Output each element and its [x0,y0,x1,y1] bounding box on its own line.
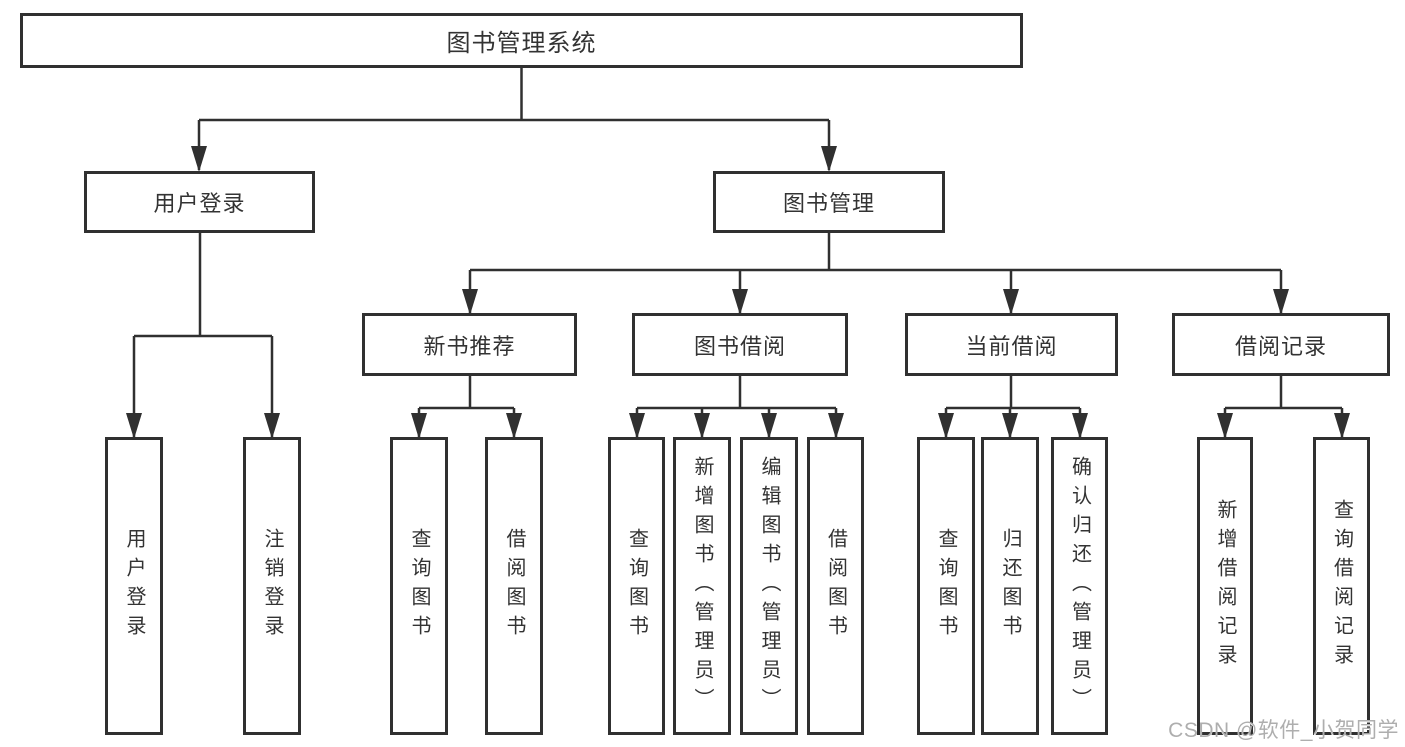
arrow-icon [1273,289,1289,315]
node-book-borrowing: 图书借阅 [632,313,848,376]
leaf-confirm-return-admin: 确认归还（管理员） [1051,437,1108,735]
arrow-icon [1002,413,1018,439]
leaf-borrow-books-borrowing-label: 借阅图书 [824,528,847,644]
leaf-add-borrow-record-label: 新增借阅记录 [1214,499,1236,673]
node-current-borrowing-label: 当前借阅 [965,333,1058,359]
leaf-edit-books-admin: 编辑图书（管理员） [740,437,798,735]
leaf-user-login-label: 用户登录 [123,528,145,644]
node-book-management-label: 图书管理 [782,191,875,216]
node-borrowing-records-label: 借阅记录 [1234,333,1327,359]
leaf-query-borrow-record-label: 查询借阅记录 [1330,499,1353,673]
connector-records-to-leaves [1223,376,1344,437]
leaf-user-login: 用户登录 [105,437,163,735]
connector-borrowing-to-leaves [635,376,838,437]
leaf-query-books-recommend: 查询图书 [390,437,448,735]
arrow-icon [264,413,280,439]
arrowheads [126,146,1350,439]
arrow-icon [126,413,142,439]
arrow-icon [694,413,710,439]
node-user-login-label: 用户登录 [153,191,246,216]
leaf-query-books-borrowing: 查询图书 [608,437,665,735]
leaf-borrow-books-recommend-label: 借阅图书 [503,528,525,644]
arrow-icon [411,413,427,439]
leaf-query-books-borrowing-label: 查询图书 [625,528,648,644]
leaf-query-books-current: 查询图书 [917,437,975,735]
connector-userlogin-to-leaves [132,233,274,437]
leaf-borrow-books-borrowing: 借阅图书 [807,437,864,735]
node-user-login: 用户登录 [84,171,315,233]
leaf-logout-label: 注销登录 [261,528,283,644]
leaf-confirm-return-admin-label: 确认归还（管理员） [1068,455,1091,717]
csdn-watermark: CSDN @软件_小贺同学 [1168,719,1399,742]
arrow-icon [732,289,748,315]
arrow-icon [506,413,522,439]
arrow-icon [191,146,207,172]
leaf-logout: 注销登录 [243,437,301,735]
leaf-query-books-recommend-label: 查询图书 [408,528,430,644]
leaf-query-books-current-label: 查询图书 [935,528,957,644]
node-book-borrowing-label: 图书借阅 [693,333,786,359]
node-borrowing-records: 借阅记录 [1172,313,1390,376]
leaf-borrow-books-recommend: 借阅图书 [485,437,543,735]
node-root: 图书管理系统 [20,13,1023,68]
connector-root-to-level2 [197,68,831,170]
node-book-management: 图书管理 [713,171,945,233]
arrow-icon [462,289,478,315]
connector-bookmgmt-to-level3 [468,233,1283,313]
node-root-label: 图书管理系统 [446,30,597,57]
arrow-icon [1072,413,1088,439]
arrow-icon [1334,413,1350,439]
leaf-query-borrow-record: 查询借阅记录 [1313,437,1370,735]
connector-newbook-to-leaves [417,376,516,437]
leaf-edit-books-admin-label: 编辑图书（管理员） [758,455,780,717]
leaf-add-books-admin: 新增图书（管理员） [673,437,731,735]
leaf-return-books-label: 归还图书 [999,528,1021,644]
arrow-icon [1217,413,1233,439]
leaf-add-books-admin-label: 新增图书（管理员） [691,455,713,717]
node-new-book-recommend: 新书推荐 [362,313,577,376]
arrow-icon [938,413,954,439]
arrow-icon [629,413,645,439]
leaf-add-borrow-record: 新增借阅记录 [1197,437,1253,735]
arrow-icon [821,146,837,172]
arrow-icon [761,413,777,439]
arrow-icon [1003,289,1019,315]
node-new-book-recommend-label: 新书推荐 [423,333,516,359]
node-current-borrowing: 当前借阅 [905,313,1118,376]
arrow-icon [828,413,844,439]
leaf-return-books: 归还图书 [981,437,1039,735]
